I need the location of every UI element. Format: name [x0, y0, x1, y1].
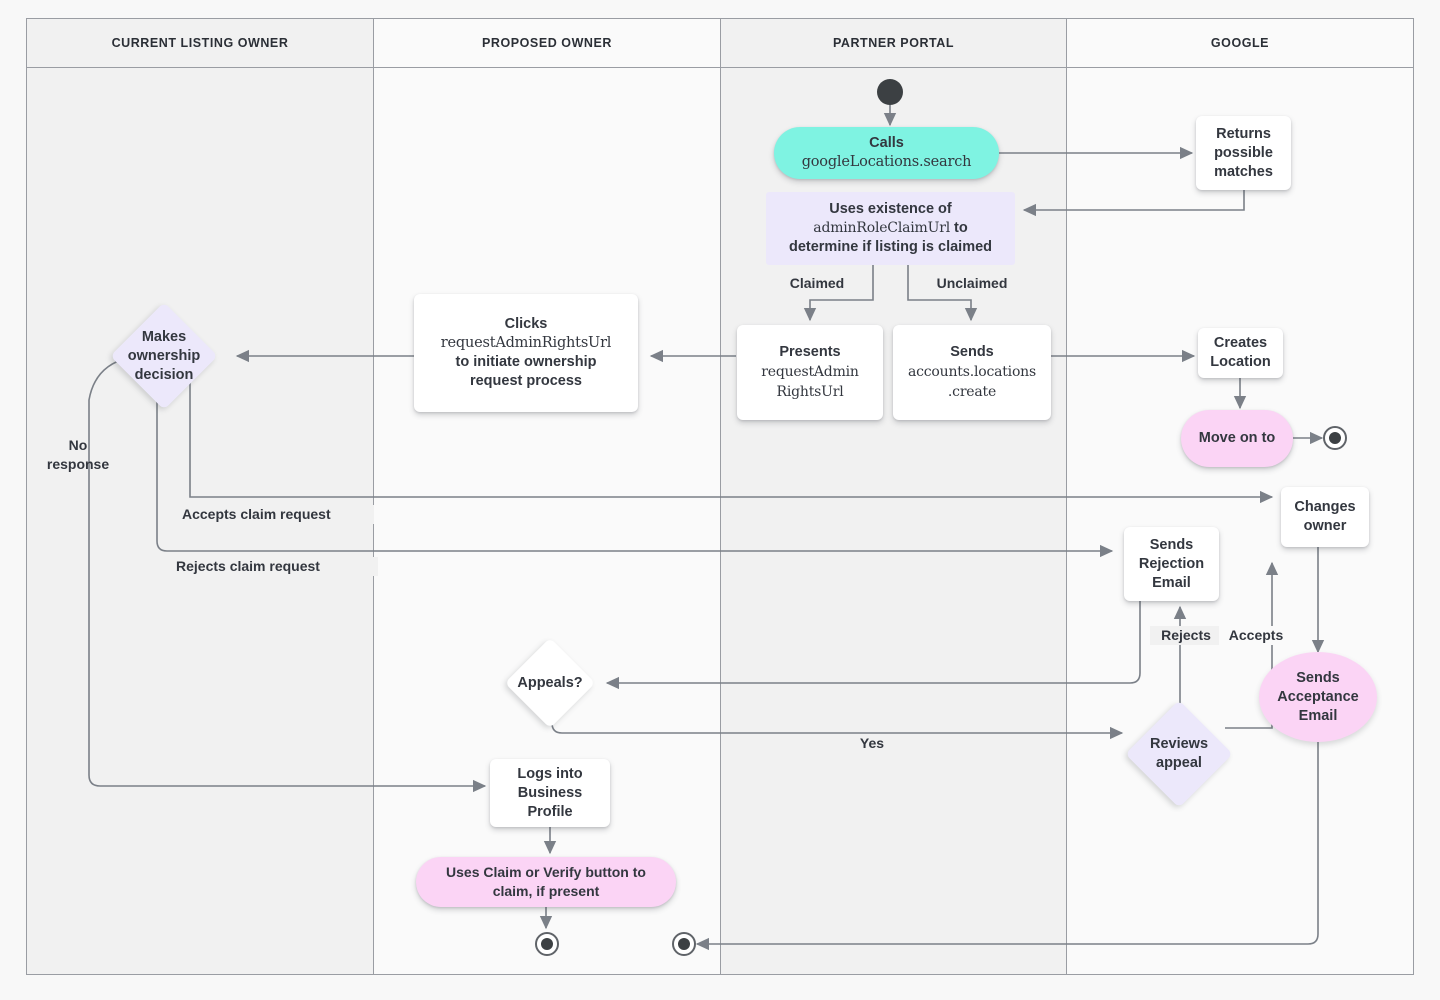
node-title: Sends: [950, 344, 994, 360]
edge-label-no-response: No response: [46, 437, 110, 472]
edge-label-claimed: Claimed: [789, 275, 845, 291]
node-api: accounts.locations .create: [908, 364, 1036, 400]
node-presents-request-admin-rights-url[interactable]: Presents requestAdmin RightsUrl: [737, 325, 883, 420]
node-changes-owner[interactable]: Changes owner: [1281, 487, 1369, 547]
node-appeals-decision[interactable]: Appeals?: [504, 637, 596, 729]
node-title: Clicks: [504, 316, 548, 332]
node-line-3: determine if listing is claimed: [788, 239, 993, 255]
node-move-on-to[interactable]: Move on to: [1181, 410, 1293, 467]
lane-header-label: CURRENT LISTING OWNER: [111, 36, 289, 50]
node-clicks-request-admin-rights-url[interactable]: Clicks requestAdminRightsUrl to initiate…: [414, 294, 638, 412]
edge-reviews-accepts: [1225, 561, 1279, 729]
edge-rejects-claim-request: [156, 380, 1114, 558]
end-node-partner-portal: [672, 932, 696, 956]
node-title: Calls: [869, 135, 904, 151]
edge-acceptance-to-end: [695, 742, 1319, 951]
node-line-1: Uses existence of: [829, 201, 952, 217]
node-sends-accounts-locations-create[interactable]: Sends accounts.locations .create: [893, 325, 1051, 420]
edge-returns-to-uses: [1022, 190, 1245, 217]
edge-label-unclaimed: Unclaimed: [936, 275, 1008, 291]
node-line-3: to initiate ownership request process: [455, 354, 597, 389]
edge-label-accepts-claim-request: Accepts claim request: [180, 505, 374, 524]
end-node-proposed-owner: [535, 932, 559, 956]
edge-label-accepts: Accepts: [1219, 626, 1293, 645]
node-line-2: adminRoleClaimUrl to: [813, 219, 967, 238]
node-api: requestAdminRightsUrl: [440, 335, 612, 351]
node-returns-possible-matches[interactable]: Returns possible matches: [1196, 116, 1291, 190]
lane-header-label: PROPOSED OWNER: [482, 36, 612, 50]
edge-rejection-to-appeals: [605, 601, 1141, 690]
lane-header-proposed-owner: PROPOSED OWNER: [373, 18, 721, 68]
node-sends-rejection-email[interactable]: Sends Rejection Email: [1124, 527, 1219, 601]
node-api: adminRoleClaimUrl: [813, 220, 950, 236]
node-api: requestAdmin RightsUrl: [761, 364, 859, 400]
node-sends-acceptance-email[interactable]: Sends Acceptance Email: [1259, 652, 1377, 742]
edge-uses-split-left: [803, 265, 874, 322]
node-title: Presents: [779, 344, 841, 360]
start-node: [877, 79, 903, 105]
node-label: Reviews appeal: [1149, 736, 1209, 771]
edge-accepts-claim-request: [189, 380, 1274, 504]
lane-header-current-listing-owner: CURRENT LISTING OWNER: [26, 18, 374, 68]
node-label: Appeals?: [517, 674, 583, 691]
lane-header-google: GOOGLE: [1066, 18, 1414, 68]
node-uses-claim-or-verify-button[interactable]: Uses Claim or Verify button to claim, if…: [416, 857, 676, 907]
edge-label-rejects-claim-request: Rejects claim request: [174, 557, 378, 576]
edge-label-yes: Yes: [845, 734, 899, 753]
end-node-google: [1323, 426, 1347, 450]
node-creates-location[interactable]: Creates Location: [1198, 328, 1283, 378]
node-uses-existence-admin-role-claim-url[interactable]: Uses existence of adminRoleClaimUrl to d…: [766, 192, 1015, 265]
node-api: googleLocations.search: [801, 154, 972, 170]
node-reviews-appeal[interactable]: Reviews appeal: [1125, 700, 1233, 808]
node-line-2-suffix: to: [949, 220, 968, 236]
lane-header-label: GOOGLE: [1210, 36, 1270, 50]
edge-appeals-yes-to-reviews: [551, 714, 1124, 740]
edge-label-rejects: Rejects: [1150, 626, 1222, 645]
node-makes-ownership-decision[interactable]: Makes ownership decision: [110, 302, 218, 410]
node-label: Makes ownership decision: [127, 328, 201, 383]
lane-header-label: PARTNER PORTAL: [832, 36, 955, 50]
node-logs-into-business-profile[interactable]: Logs into Business Profile: [490, 759, 610, 827]
node-calls-google-locations-search[interactable]: Calls googleLocations.search: [774, 127, 999, 179]
lane-header-partner-portal: PARTNER PORTAL: [720, 18, 1067, 68]
edge-uses-split-right: [907, 265, 978, 322]
